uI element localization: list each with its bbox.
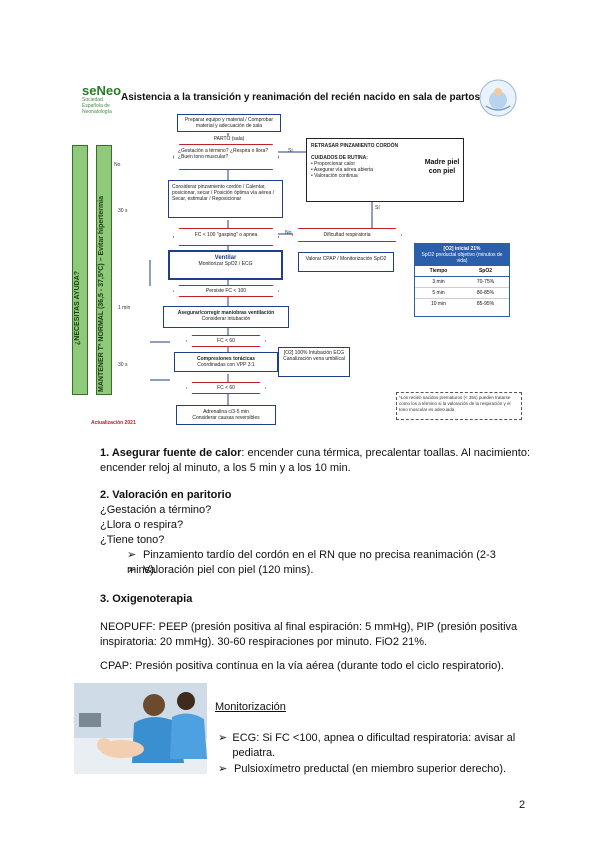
help-label: ¿NECESITAS AYUDA? xyxy=(74,270,81,345)
adrenaline-title: Adrenalina c/3-5 min xyxy=(203,409,249,415)
list-item: ➢Pulsioxímetro preductal (en miembro sup… xyxy=(218,763,507,775)
section3-heading: 3. Oxigenoterapia xyxy=(100,593,193,605)
o2-table-subtitle: SpO2 preductal objetivo (minutos de vida… xyxy=(421,252,503,264)
neonatal-care-photo xyxy=(74,683,207,774)
time-label-3: 30 s xyxy=(118,362,128,368)
page-number: 2 xyxy=(519,799,526,811)
routine-item: • Valoración continua xyxy=(311,173,358,179)
partos-label: PARTO (sala) xyxy=(206,136,252,145)
arrow-bullet-icon: ➢ xyxy=(218,732,228,744)
assessment-line: ¿Gestación a término? xyxy=(100,504,212,516)
cpap-text: CPAP: Presión positiva contínua en la ví… xyxy=(100,660,504,672)
respiratory-distress: Dificultad respiratoria xyxy=(292,228,402,242)
adrenaline-sub: Considerar causas reversibles xyxy=(192,415,260,421)
document-title: Asistencia a la transición y reanimación… xyxy=(121,92,481,103)
seneo-logo-subtext: Sociedad Española de Neonatología xyxy=(82,97,112,115)
arrow-bullet-icon: ➢ xyxy=(218,763,228,775)
update-label: Actualización 2021 xyxy=(91,420,136,426)
list-item: ➢Pinzamiento tardío del cordón en el RN … xyxy=(127,549,496,576)
assessment-line: ¿Llora o respira? xyxy=(100,519,184,531)
monitoring-heading: Monitorización xyxy=(215,701,286,713)
section1-text: : encender cuna térmica, precalentar toa… xyxy=(100,447,531,474)
premature-footnote: *Los recién nacidos prematuros (< 35s) p… xyxy=(396,392,522,420)
ventilate-box: Ventilar Monitorizar SpO2 / ECG xyxy=(168,250,283,280)
seneo-logo: seNeo xyxy=(82,83,122,98)
initial-steps-box: Considerar pinzamiento cordón / Calentar… xyxy=(168,180,283,218)
o2-header-spo2: SpO2 xyxy=(478,268,493,274)
fc60-1: FC < 60 xyxy=(186,335,266,347)
o2-header-time: Tiempo xyxy=(429,268,448,274)
ensure-ventilation-box: Asegurar/corregir maniobras ventilación … xyxy=(163,306,289,328)
yes-label-2: Sí xyxy=(375,205,380,211)
no-label-1: No xyxy=(114,162,121,168)
arrow-bullet-icon: ➢ xyxy=(127,549,137,561)
section1-heading: 1. Asegurar fuente de calor xyxy=(100,447,242,459)
yes-label: Sí xyxy=(288,148,293,154)
ensure-ventilation-title: Asegurar/corregir maniobras ventilación xyxy=(177,310,275,316)
ventilate-sub: Monitorizar SpO2 / ECG xyxy=(198,261,253,267)
routine-item: • Asegurar vía aérea abierta xyxy=(311,167,374,173)
routine-item: • Proporcionar calor xyxy=(311,161,355,167)
list-item: ➢ECG: Si FC <100, apnea o dificultad res… xyxy=(218,732,516,759)
section2-heading: 2. Valoración en paritorio xyxy=(100,489,232,501)
neopuff-text: NEOPUFF: PEEP (presión positiva al final… xyxy=(100,621,518,648)
routine-care-box: RETRASAR PINZAMIENTO CORDÓN CUIDADOS DE … xyxy=(306,138,464,202)
assessment-line: ¿Tiene tono? xyxy=(100,534,165,546)
society-logo-icon xyxy=(479,79,517,117)
ensure-ventilation-sub: Considerar intubación xyxy=(201,316,251,322)
temperature-bar xyxy=(96,145,112,395)
mother-skin-to-skin: Madre piel con piel xyxy=(424,159,460,175)
section-heat-source: 1. Asegurar fuente de calor: encender cu… xyxy=(100,446,542,476)
adrenaline-box: Adrenalina c/3-5 min Considerar causas r… xyxy=(176,405,276,425)
time-label-1: 30 s xyxy=(118,208,128,214)
routine-title: CUIDADOS DE RUTINA: xyxy=(311,155,368,161)
o2-row: 3 min 70-75% xyxy=(415,277,509,288)
help-bar xyxy=(72,145,88,395)
assessment-questions: ¿Gestación a término? ¿Respira o llora? … xyxy=(173,144,279,170)
compressions-title: Compresiones torácicas xyxy=(196,356,256,362)
temperature-label: MANTENER Tª NORMAL (36,5 - 37,5ºC) – Evi… xyxy=(98,195,105,392)
cpap-box: Valorar CPAP / Monitorización SpO2 xyxy=(298,252,394,272)
delayed-clamping: RETRASAR PINZAMIENTO CORDÓN xyxy=(311,143,399,149)
o2-row: 5 min 80-85% xyxy=(415,288,509,299)
compressions-box: Compresiones torácicas Coordinadas con V… xyxy=(174,352,278,372)
no-label-2: No xyxy=(285,230,292,236)
time-label-2: 1 min xyxy=(118,305,131,311)
o2-target-table: [O2] inicial 21% SpO2 preductal objetivo… xyxy=(414,243,510,317)
fc100-apnea: FC < 100 "gasping" o apnea xyxy=(173,228,279,246)
ventilate-title: Ventilar xyxy=(214,255,237,261)
compressions-sub: Coordinadas con VPP 3:1 xyxy=(197,362,255,368)
o2-row: 10 min 85-95% xyxy=(430,301,495,307)
o2-intubation-box: [O2] 100% Intubación ECG Canalización ve… xyxy=(278,347,350,377)
list-item: ➢Valoración piel con piel (120 mins). xyxy=(127,564,314,576)
arrow-bullet-icon: ➢ xyxy=(127,564,137,576)
prepare-box: Preparar equipo y material / Comprobar m… xyxy=(177,114,281,132)
persistent-fc100: Persiste FC < 100 xyxy=(173,285,279,297)
fc60-2: FC < 60 xyxy=(186,382,266,394)
o2-table-title: [O2] inicial 21% xyxy=(443,246,481,252)
